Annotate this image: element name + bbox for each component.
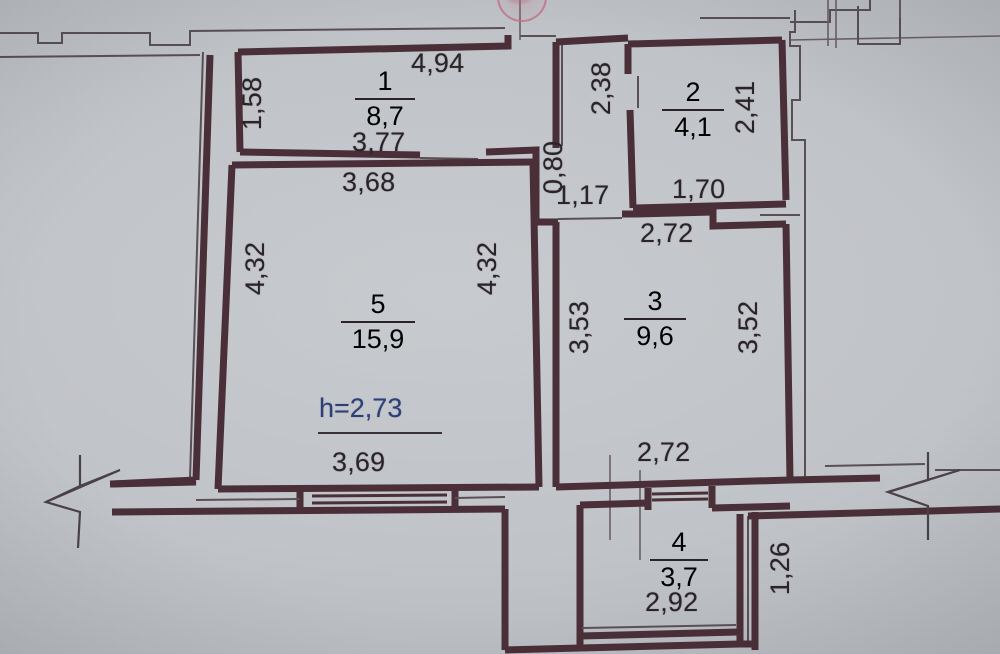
dim-room2-right: 2,41 — [730, 80, 761, 135]
top-wall-stub — [520, 34, 629, 46]
room-1-area: 8,7 — [366, 101, 404, 131]
dim-hall-depth: 1,17 — [556, 180, 610, 210]
dim-room5-left: 4,32 — [240, 241, 271, 296]
dim-room5-top: 3,68 — [342, 167, 396, 197]
room-3-walls — [552, 208, 794, 491]
ceiling-note-underline — [318, 432, 442, 434]
right-bottom-wall — [789, 469, 1000, 516]
neighbour-outline-top-left — [0, 27, 506, 58]
room3-bottom-opening — [579, 486, 791, 512]
room-2-area: 4,1 — [674, 112, 712, 142]
room-2-walls — [624, 36, 790, 212]
break-symbol-left — [42, 455, 121, 549]
room-1-divider — [355, 98, 415, 100]
room-5-label: 5 15,9 — [333, 289, 423, 355]
left-corridor-walls — [111, 51, 214, 488]
room-4-walls — [579, 508, 896, 652]
bottom-outer-wall — [109, 478, 584, 654]
room-1-label: 1 8,7 — [348, 66, 422, 132]
room-3-divider — [624, 318, 686, 320]
room-4-divider — [650, 559, 708, 561]
top-right-tick-marks — [835, 0, 901, 48]
dim-room3-right: 3,52 — [733, 300, 764, 355]
dim-room5-right: 4,32 — [472, 241, 503, 296]
neighbour-outline-top-right — [700, 0, 1000, 46]
room-5-divider — [341, 321, 415, 323]
room-5-area: 15,9 — [351, 324, 405, 354]
ceiling-height-note: h=2,73 — [319, 393, 403, 423]
dim-room4-bottom: 2,92 — [645, 587, 699, 617]
room-5-walls — [214, 158, 543, 493]
room-3-area: 9,6 — [636, 321, 674, 351]
hall-upper-partition — [552, 42, 563, 148]
dim-room3-bottom: 2,72 — [637, 437, 691, 467]
dim-room3-left: 3,53 — [564, 300, 595, 355]
room-1-number: 1 — [377, 66, 393, 96]
round-stamp-ink — [505, 0, 533, 4]
room-4-label: 4 3,7 — [643, 527, 715, 593]
room-5-number: 5 — [370, 289, 386, 319]
dim-room4-right: 1,26 — [765, 541, 796, 596]
room-2-divider — [662, 109, 724, 111]
dim-room5-bottom: 3,69 — [332, 447, 386, 477]
room-4-number: 4 — [671, 527, 687, 557]
dim-room1-bottom: 3,77 — [352, 127, 406, 157]
right-outer-contour — [760, 10, 1000, 513]
dim-room1-left: 1,58 — [237, 76, 268, 131]
room-2-label: 2 4,1 — [655, 77, 731, 143]
break-symbol-right — [884, 452, 961, 540]
room-2-number: 2 — [685, 77, 701, 107]
room-3-label: 3 9,6 — [617, 286, 693, 352]
dim-room2-bottom: 1,70 — [672, 174, 726, 204]
dim-room1-top: 4,94 — [411, 48, 465, 78]
dim-room2-left: 2,38 — [586, 61, 617, 116]
room-4-area: 3,7 — [660, 562, 698, 592]
room-3-number: 3 — [647, 286, 663, 316]
dim-room3-top: 2,72 — [640, 218, 694, 248]
